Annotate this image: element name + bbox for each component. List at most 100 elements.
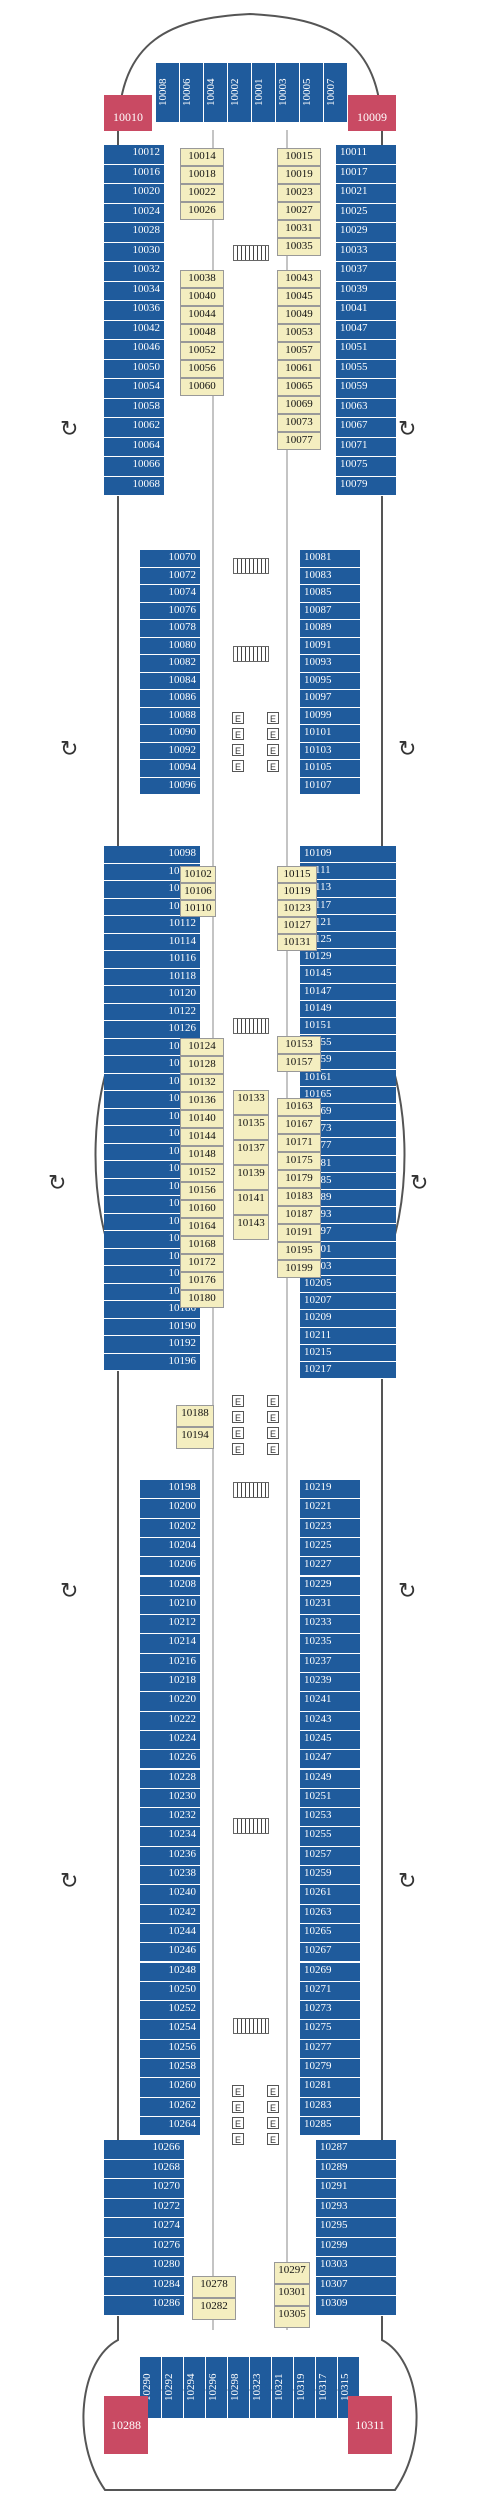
cabin-10116[interactable]: 10116 — [104, 951, 200, 969]
cabin-10269[interactable]: 10269 — [300, 1962, 360, 1982]
cabin-10149[interactable]: 10149 — [300, 1000, 396, 1018]
cabin-10207[interactable]: 10207 — [300, 1293, 396, 1311]
cabin-10250[interactable]: 10250 — [140, 1981, 200, 2002]
cabin-10286[interactable]: 10286 — [104, 2296, 184, 2316]
cabin-10082[interactable]: 10082 — [140, 655, 200, 673]
cabin-10228[interactable]: 10228 — [140, 1769, 200, 1789]
cabin-10062[interactable]: 10062 — [104, 418, 164, 438]
cabin-10258[interactable]: 10258 — [140, 2059, 200, 2079]
cabin-10279[interactable]: 10279 — [300, 2059, 360, 2079]
cabin-10273[interactable]: 10273 — [300, 2001, 360, 2021]
cabin-10079[interactable]: 10079 — [336, 476, 396, 496]
cabin-10165[interactable]: 10165 — [300, 1086, 396, 1104]
cabin-10295[interactable]: 10295 — [316, 2218, 396, 2238]
cabin-10265[interactable]: 10265 — [300, 1923, 360, 1944]
cabin-10194[interactable]: 10194 — [176, 1427, 214, 1449]
suite-10288[interactable]: 10288 — [104, 2396, 148, 2454]
cabin-10112[interactable]: 10112 — [104, 916, 200, 934]
cabin-10093[interactable]: 10093 — [300, 655, 360, 673]
cabin-10260[interactable]: 10260 — [140, 2078, 200, 2098]
cabin-10307[interactable]: 10307 — [316, 2276, 396, 2296]
cabin-10214[interactable]: 10214 — [140, 1634, 200, 1654]
cabin-10133[interactable]: 10133 — [233, 1090, 269, 1115]
cabin-10246[interactable]: 10246 — [140, 1943, 200, 1963]
cabin-10044[interactable]: 10044 — [180, 306, 224, 324]
cabin-10135[interactable]: 10135 — [233, 1115, 269, 1140]
cabin-10014[interactable]: 10014 — [180, 148, 224, 166]
cabin-10229[interactable]: 10229 — [300, 1576, 360, 1596]
cabin-10043[interactable]: 10043 — [277, 270, 321, 288]
cabin-10081[interactable]: 10081 — [300, 550, 360, 568]
cabin-10283[interactable]: 10283 — [300, 2097, 360, 2117]
cabin-10029[interactable]: 10029 — [336, 223, 396, 243]
cabin-10048[interactable]: 10048 — [180, 324, 224, 342]
cabin-10241[interactable]: 10241 — [300, 1692, 360, 1712]
cabin-10052[interactable]: 10052 — [180, 342, 224, 360]
cabin-10034[interactable]: 10034 — [104, 281, 164, 301]
cabin-10233[interactable]: 10233 — [300, 1615, 360, 1635]
cabin-10005[interactable]: 10005 — [300, 62, 323, 122]
cabin-10120[interactable]: 10120 — [104, 986, 200, 1004]
cabin-10006[interactable]: 10006 — [180, 62, 203, 122]
cabin-10239[interactable]: 10239 — [300, 1673, 360, 1693]
cabin-10017[interactable]: 10017 — [336, 164, 396, 184]
cabin-10145[interactable]: 10145 — [300, 966, 396, 984]
cabin-10247[interactable]: 10247 — [300, 1750, 360, 1770]
cabin-10289[interactable]: 10289 — [316, 2159, 396, 2179]
cabin-10004[interactable]: 10004 — [204, 62, 227, 122]
cabin-10167[interactable]: 10167 — [277, 1116, 321, 1134]
cabin-10001[interactable]: 10001 — [252, 62, 275, 122]
cabin-10245[interactable]: 10245 — [300, 1730, 360, 1751]
cabin-10257[interactable]: 10257 — [300, 1846, 360, 1866]
cabin-10057[interactable]: 10057 — [277, 342, 321, 360]
suite-10010[interactable]: 10010 — [104, 95, 152, 131]
cabin-10230[interactable]: 10230 — [140, 1788, 200, 1809]
cabin-10309[interactable]: 10309 — [316, 2296, 396, 2316]
cabin-10032[interactable]: 10032 — [104, 262, 164, 282]
cabin-10024[interactable]: 10024 — [104, 203, 164, 223]
cabin-10091[interactable]: 10091 — [300, 637, 360, 655]
cabin-10106[interactable]: 10106 — [180, 883, 216, 900]
cabin-10119[interactable]: 10119 — [277, 883, 317, 900]
cabin-10274[interactable]: 10274 — [104, 2218, 184, 2238]
cabin-10242[interactable]: 10242 — [140, 1904, 200, 1924]
cabin-10137[interactable]: 10137 — [233, 1140, 269, 1165]
cabin-10224[interactable]: 10224 — [140, 1730, 200, 1751]
cabin-10094[interactable]: 10094 — [140, 760, 200, 778]
cabin-10061[interactable]: 10061 — [277, 360, 321, 378]
cabin-10160[interactable]: 10160 — [180, 1200, 224, 1218]
cabin-10209[interactable]: 10209 — [300, 1310, 396, 1328]
cabin-10060[interactable]: 10060 — [180, 378, 224, 396]
cabin-10243[interactable]: 10243 — [300, 1711, 360, 1731]
cabin-10083[interactable]: 10083 — [300, 567, 360, 585]
cabin-10039[interactable]: 10039 — [336, 281, 396, 301]
cabin-10278[interactable]: 10278 — [192, 2276, 236, 2298]
cabin-10208[interactable]: 10208 — [140, 1576, 200, 1596]
cabin-10056[interactable]: 10056 — [180, 360, 224, 378]
cabin-10088[interactable]: 10088 — [140, 707, 200, 725]
cabin-10296[interactable]: 10296 — [206, 2356, 227, 2418]
cabin-10210[interactable]: 10210 — [140, 1595, 200, 1616]
cabin-10204[interactable]: 10204 — [140, 1537, 200, 1558]
cabin-10125[interactable]: 10125 — [300, 932, 396, 950]
cabin-10128[interactable]: 10128 — [180, 1056, 224, 1074]
cabin-10249[interactable]: 10249 — [300, 1769, 360, 1789]
cabin-10144[interactable]: 10144 — [180, 1128, 224, 1146]
cabin-10069[interactable]: 10069 — [277, 396, 321, 414]
cabin-10118[interactable]: 10118 — [104, 968, 200, 986]
cabin-10103[interactable]: 10103 — [300, 742, 360, 760]
cabin-10131[interactable]: 10131 — [277, 934, 317, 951]
cabin-10037[interactable]: 10037 — [336, 262, 396, 282]
cabin-10031[interactable]: 10031 — [277, 220, 321, 238]
cabin-10216[interactable]: 10216 — [140, 1653, 200, 1673]
cabin-10231[interactable]: 10231 — [300, 1595, 360, 1616]
cabin-10303[interactable]: 10303 — [316, 2257, 396, 2277]
cabin-10172[interactable]: 10172 — [180, 1254, 224, 1272]
cabin-10022[interactable]: 10022 — [180, 184, 224, 202]
cabin-10217[interactable]: 10217 — [300, 1362, 396, 1380]
cabin-10114[interactable]: 10114 — [104, 933, 200, 951]
cabin-10016[interactable]: 10016 — [104, 164, 164, 184]
cabin-10087[interactable]: 10087 — [300, 602, 360, 620]
cabin-10293[interactable]: 10293 — [316, 2198, 396, 2218]
cabin-10101[interactable]: 10101 — [300, 725, 360, 743]
